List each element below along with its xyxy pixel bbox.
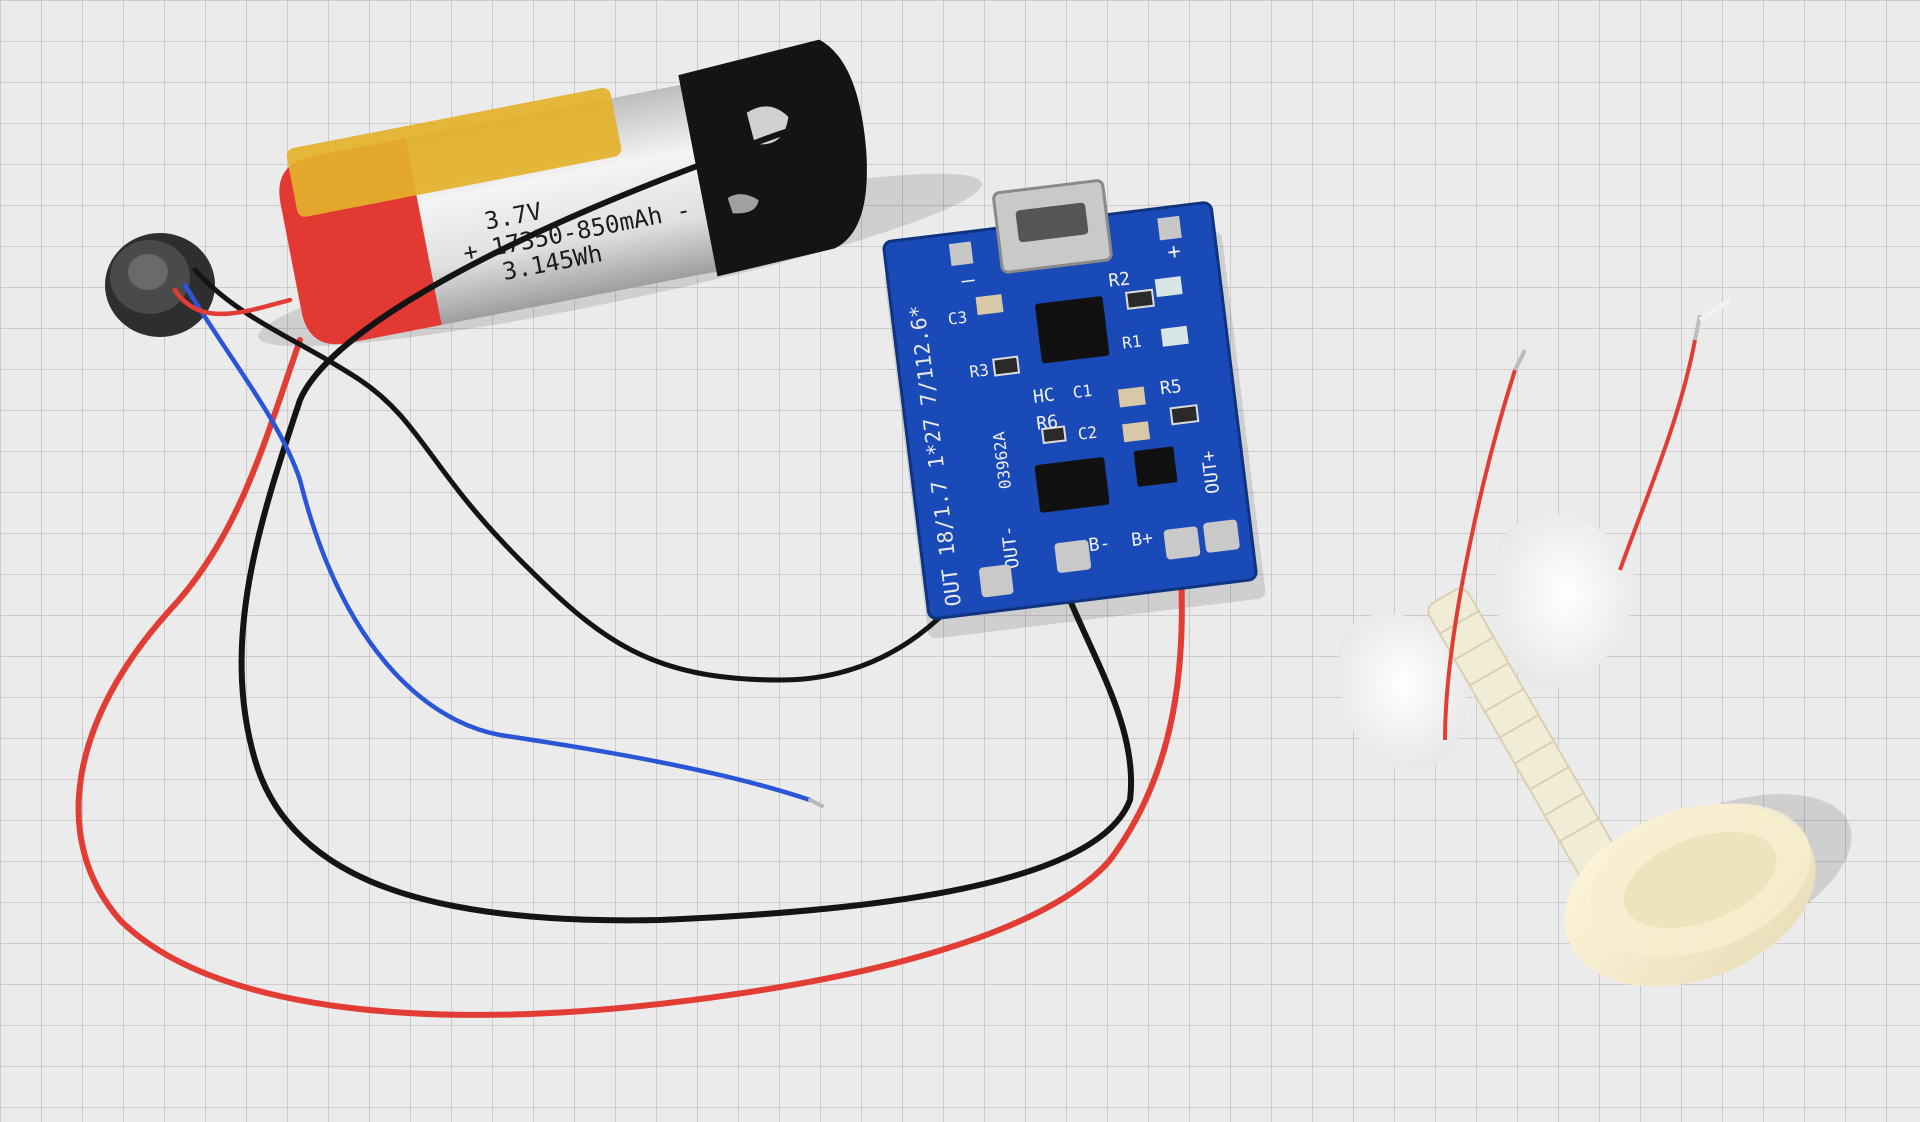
silk-r3: R3 xyxy=(968,360,989,381)
silk-c2: C2 xyxy=(1077,423,1098,444)
silk-r2: R2 xyxy=(1107,268,1131,291)
wires xyxy=(75,115,1185,1018)
black-wire-battery xyxy=(238,115,1135,924)
atomizer-assembly xyxy=(1338,297,1816,987)
charger-ic xyxy=(1035,296,1110,364)
silk-r5: R5 xyxy=(1159,376,1183,399)
black-wire-motor xyxy=(192,267,998,683)
silk-out-minus: OUT- xyxy=(998,524,1024,570)
red-wire-motor xyxy=(172,287,293,317)
protection-ic xyxy=(1034,457,1110,513)
charger-board: OUT 18/1.7 1*27 7/112.6* – + R2 C3 R3 R1… xyxy=(882,179,1258,620)
lithium-battery: 3.7V + 17350-850mAh - 3.145Wh xyxy=(279,39,867,345)
red-wire-battery xyxy=(75,337,1185,1018)
silk-hc: HC xyxy=(1032,384,1056,407)
vibration-motor xyxy=(105,233,215,337)
silk-minus: – xyxy=(960,267,977,294)
silk-b-minus: B- xyxy=(1087,533,1111,556)
silk-plus: + xyxy=(1166,239,1182,265)
silk-c1: C1 xyxy=(1072,381,1093,402)
silk-c3: C3 xyxy=(947,308,968,329)
blue-wire-motor xyxy=(182,282,813,803)
silk-r6: R6 xyxy=(1035,411,1059,434)
silk-b-plus: B+ xyxy=(1130,528,1154,552)
silk-r1: R1 xyxy=(1121,331,1142,352)
